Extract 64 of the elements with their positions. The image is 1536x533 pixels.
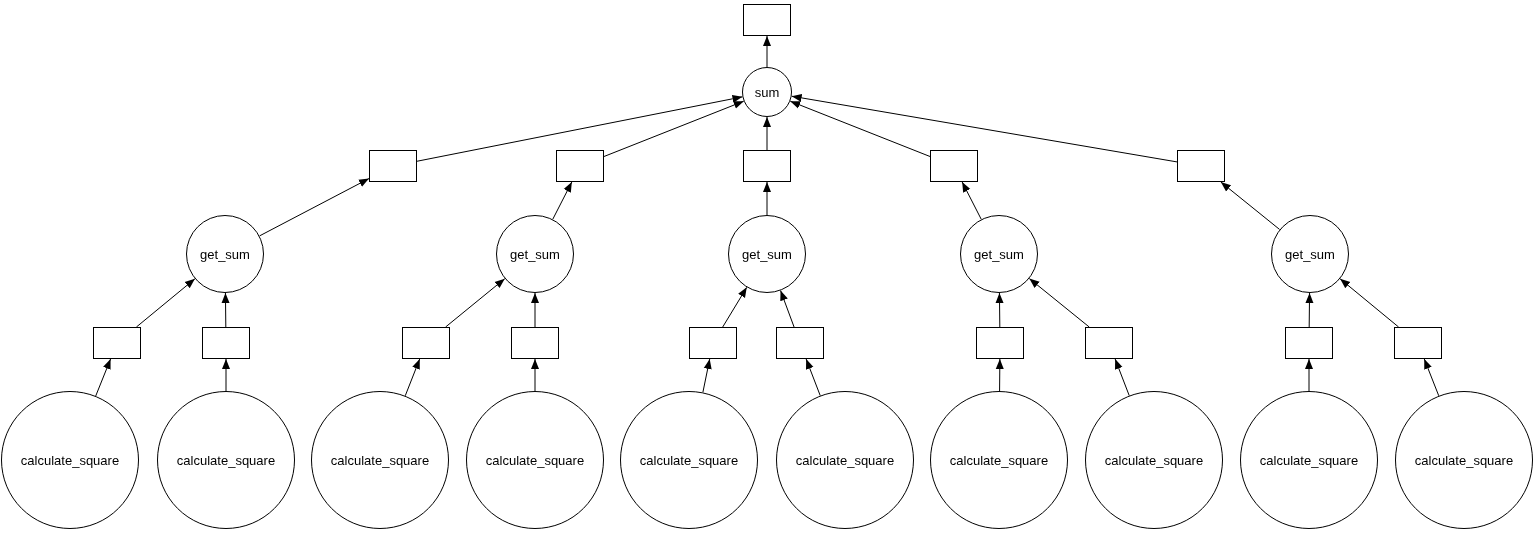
arrow [763, 35, 771, 68]
arrow [1305, 358, 1313, 392]
arrow [259, 178, 370, 237]
arrow [135, 278, 196, 328]
arrow [791, 93, 1178, 163]
arrow [763, 181, 771, 216]
arrow [961, 181, 982, 220]
arrow [95, 358, 112, 397]
node-label: get_sum [510, 246, 560, 262]
arrow [805, 358, 821, 397]
data-box [556, 150, 604, 182]
data-box [1285, 327, 1333, 359]
arrow [416, 94, 743, 162]
arrow [789, 100, 931, 157]
arrow [445, 278, 506, 328]
arrow [552, 181, 573, 220]
node-label: calculate_square [1414, 452, 1514, 468]
node-label: get_sum [742, 246, 792, 262]
arrow [995, 292, 1004, 328]
data-box [402, 327, 450, 359]
data-box [93, 327, 141, 359]
data-box [743, 150, 791, 182]
data-box [369, 150, 417, 182]
arrow [1028, 278, 1090, 328]
node-label: calculate_square [485, 452, 585, 468]
data-box [202, 327, 250, 359]
node-label: get_sum [200, 246, 250, 262]
arrow [722, 286, 748, 328]
node-label: get_sum [974, 246, 1024, 262]
data-box [511, 327, 559, 359]
arrow [531, 292, 539, 328]
data-box [930, 150, 978, 182]
arrow [995, 358, 1004, 392]
data-box [689, 327, 737, 359]
arrow [603, 100, 745, 157]
arrow [1423, 358, 1440, 397]
data-box [1085, 327, 1133, 359]
node-label: calculate_square [1259, 452, 1359, 468]
node-label: calculate_square [20, 452, 120, 468]
node-label: calculate_square [176, 452, 276, 468]
node-label: calculate_square [795, 452, 895, 468]
node-label: calculate_square [1104, 452, 1204, 468]
arrow [1305, 292, 1314, 328]
node-label: calculate_square [330, 452, 430, 468]
node-label: calculate_square [949, 452, 1049, 468]
arrow [1339, 278, 1400, 328]
arrow [222, 358, 230, 392]
task-circle [742, 67, 792, 117]
data-box [976, 327, 1024, 359]
node-label: get_sum [1285, 246, 1335, 262]
arrow [221, 292, 230, 328]
arrow [780, 290, 795, 328]
node-label: calculate_square [639, 452, 739, 468]
arrow [1114, 358, 1130, 397]
arrow [702, 358, 712, 393]
arrow [763, 116, 771, 151]
node-label: sum [754, 84, 780, 100]
data-box [743, 4, 791, 36]
data-box [1394, 327, 1442, 359]
data-box [776, 327, 824, 359]
arrow [531, 358, 539, 392]
data-box [1177, 150, 1225, 182]
arrow [1220, 181, 1281, 230]
arrow [404, 358, 421, 397]
